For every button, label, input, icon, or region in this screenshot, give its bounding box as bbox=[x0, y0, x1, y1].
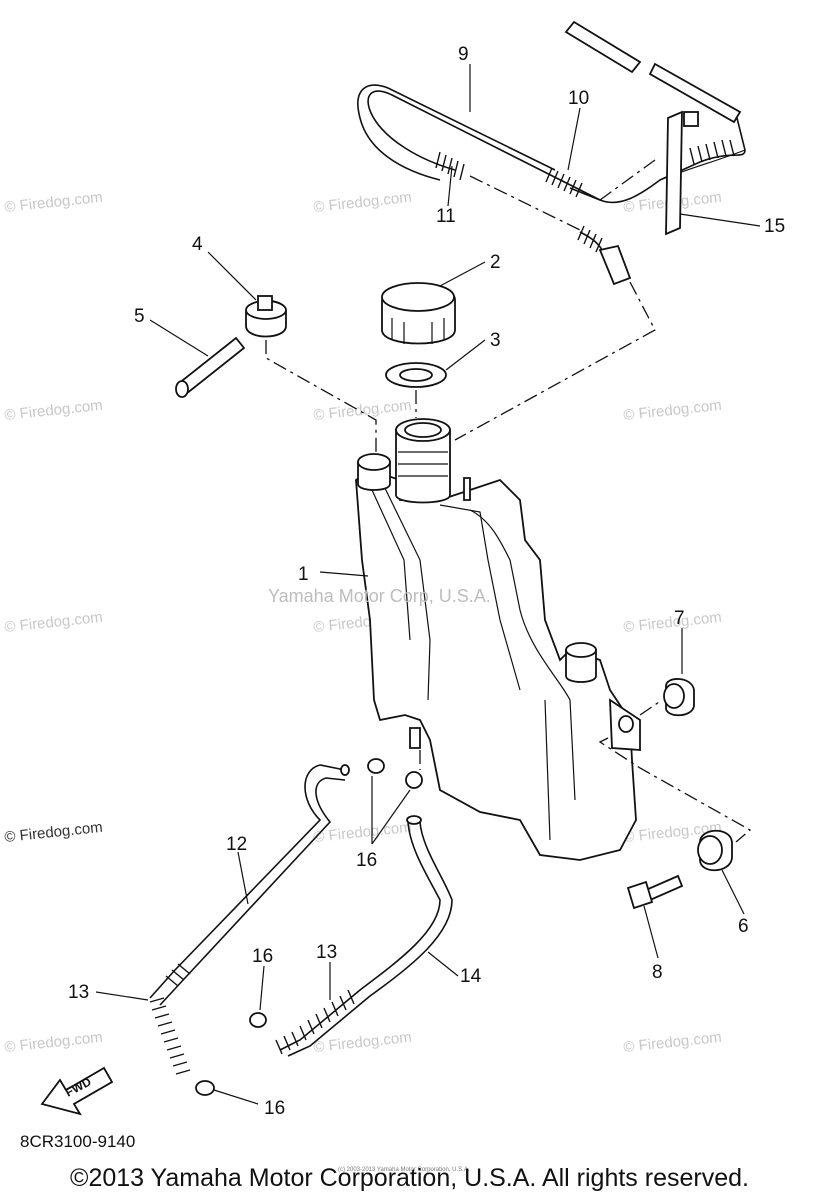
callout-2: 2 bbox=[490, 252, 501, 273]
callout-13: 13 bbox=[68, 982, 89, 1003]
part-code: 8CR3100-9140 bbox=[20, 1132, 136, 1151]
callout-1: 1 bbox=[298, 564, 309, 585]
tiny-copyright: (c) 2003-2013 Yamaha Motor Corporation, … bbox=[338, 1167, 470, 1173]
lower-hose-assembly bbox=[149, 758, 453, 1096]
callout-4: 4 bbox=[192, 234, 203, 255]
watermark: © Firedog.com bbox=[623, 1029, 723, 1056]
callout-7: 7 bbox=[674, 608, 685, 629]
watermark: © Firedog.com bbox=[4, 1029, 104, 1056]
watermark: © Firedog.com bbox=[4, 819, 104, 846]
watermark: © Firedog.com bbox=[313, 1029, 413, 1056]
callout-6: 6 bbox=[738, 916, 749, 937]
fwd-arrow: FWD bbox=[40, 1066, 114, 1116]
breather-cap bbox=[245, 295, 287, 338]
damper bbox=[697, 829, 733, 872]
callouts: 1 2 3 4 5 6 7 8 9 10 11 12 13 13 14 15 1… bbox=[68, 44, 785, 1119]
cap-gasket bbox=[385, 362, 447, 388]
callout-14: 14 bbox=[460, 966, 482, 987]
callout-8: 8 bbox=[652, 962, 663, 983]
callout-16: 16 bbox=[252, 946, 273, 967]
callout-16: 16 bbox=[264, 1098, 285, 1119]
callout-12: 12 bbox=[226, 834, 247, 855]
watermark: © Firedog.com bbox=[4, 609, 104, 636]
reference-lines bbox=[265, 281, 752, 843]
reservoir-tank bbox=[355, 418, 641, 861]
callout-13: 13 bbox=[316, 942, 337, 963]
center-watermark: Yamaha Motor Corp, U.S.A. bbox=[268, 586, 491, 606]
callout-16: 16 bbox=[356, 850, 377, 871]
watermark: © Firedog.com bbox=[4, 397, 104, 424]
callout-5: 5 bbox=[134, 306, 145, 327]
radiator-cap bbox=[381, 282, 456, 345]
watermarks: © Firedog.com © Firedog.com © Firedog.co… bbox=[4, 189, 723, 1056]
watermark: © Firedog.com bbox=[313, 397, 413, 424]
watermark: © Firedog.com bbox=[313, 819, 413, 846]
grommet bbox=[663, 678, 695, 717]
copyright-notice: ©2013 Yamaha Motor Corporation, U.S.A. A… bbox=[70, 1164, 749, 1192]
breather-pipe bbox=[175, 336, 246, 398]
callout-11: 11 bbox=[436, 206, 456, 227]
watermark: © Firedog.com bbox=[623, 609, 723, 636]
leader-lines bbox=[95, 64, 761, 1105]
callout-10: 10 bbox=[568, 88, 589, 109]
watermark: © Firedog.com bbox=[313, 189, 413, 216]
watermark: © Firedog.com bbox=[623, 397, 723, 424]
callout-3: 3 bbox=[490, 330, 501, 351]
bolt bbox=[626, 874, 684, 910]
watermark: © Firedog.com bbox=[4, 189, 104, 216]
upper-hose-assembly bbox=[357, 20, 746, 286]
callout-15: 15 bbox=[764, 216, 785, 237]
callout-9: 9 bbox=[458, 44, 469, 65]
